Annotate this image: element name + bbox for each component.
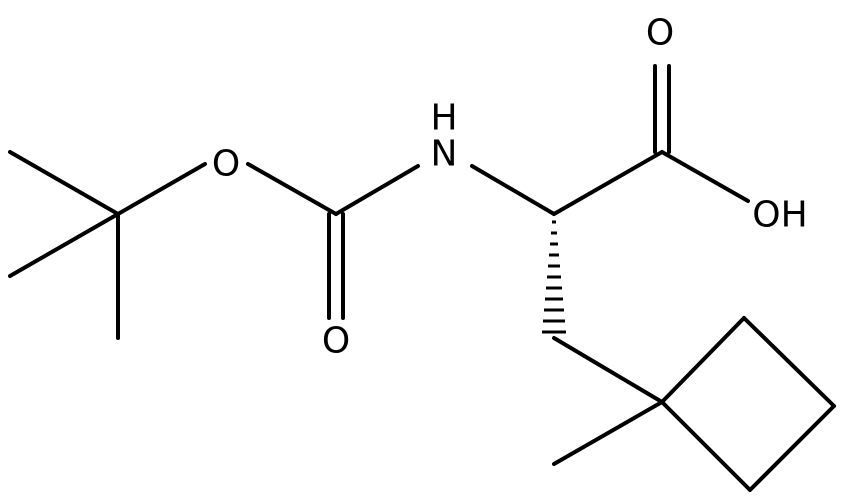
bond-ring-1 <box>660 316 746 404</box>
bond-carbonyl-to-nitrogen <box>334 164 420 216</box>
bond-nitrogen-to-alpha <box>470 164 556 216</box>
bond-tbu-to-oxygen <box>116 162 207 216</box>
hydroxyl-label: OH <box>752 195 807 236</box>
bond-ring-methyl <box>552 400 664 466</box>
bond-ring-2 <box>742 316 836 408</box>
bond-ring-4 <box>660 400 752 492</box>
carbonyl-oxygen-label: O <box>322 321 350 362</box>
acid-carbonyl-oxygen-label: O <box>646 13 674 54</box>
methylcyclobutyl-group <box>552 316 836 492</box>
bond-ch2-to-ring <box>552 336 664 404</box>
bond-acid-to-hydroxyl <box>660 150 750 203</box>
amino-acid-core <box>470 64 750 216</box>
bond-alpha-to-acid-carbon <box>552 150 664 216</box>
bond-ring-3 <box>748 404 836 492</box>
tert-butyl-group <box>8 150 207 340</box>
bond-oxygen-to-carbonyl <box>246 162 338 216</box>
amide-hydrogen-label: H <box>430 98 457 139</box>
amide-nitrogen-label: N <box>431 134 458 175</box>
bond-tbu-methyl-upper <box>8 150 120 216</box>
boc-carbonyl <box>246 162 420 320</box>
bond-tbu-methyl-lower <box>8 212 120 278</box>
ether-oxygen-label: O <box>212 144 240 185</box>
hashed-wedge-bond <box>542 220 566 334</box>
